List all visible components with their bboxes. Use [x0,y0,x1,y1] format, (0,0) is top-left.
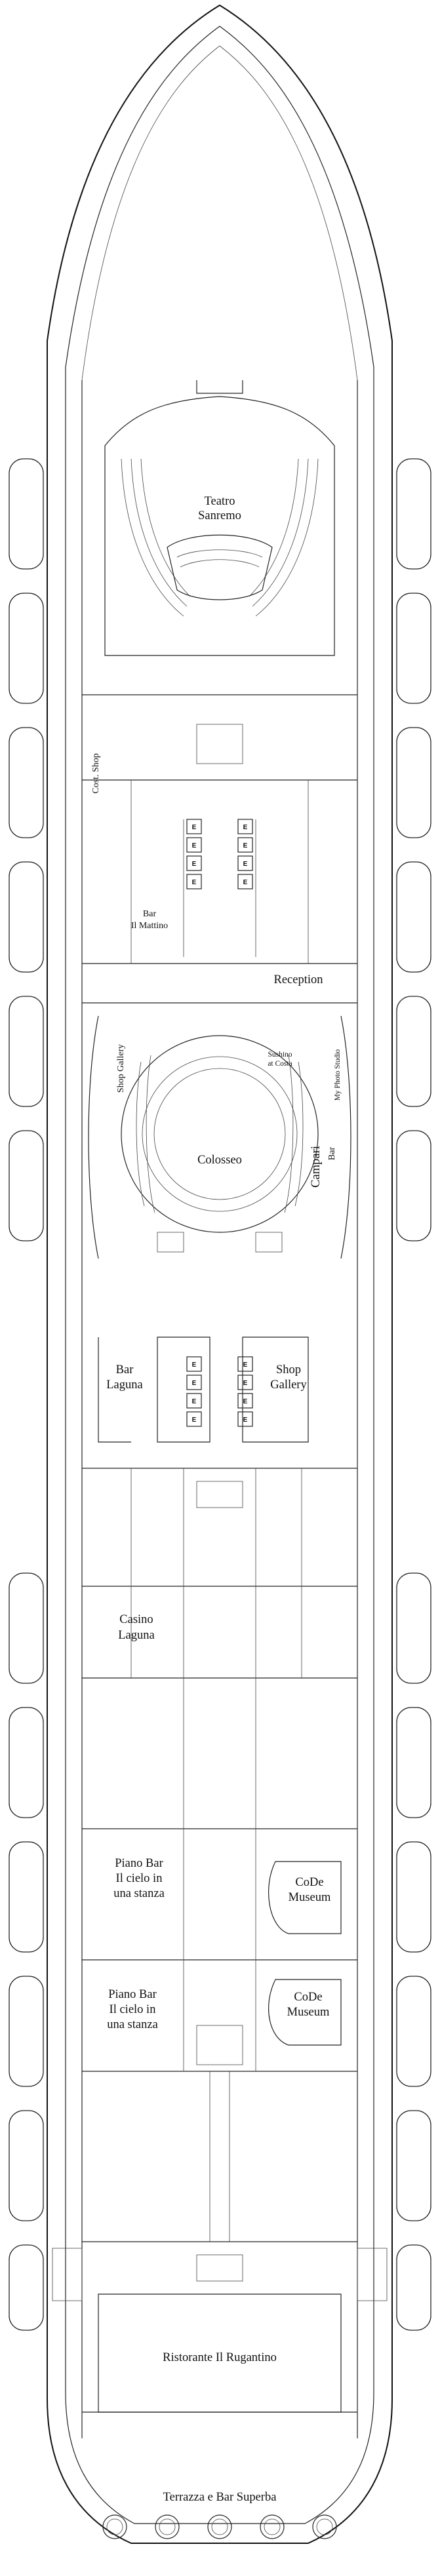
aft-restaurant [52,2248,388,2413]
label-code-museum-1-line1: CoDe [295,1876,323,1889]
label-bar-mattino-line2: Il Mattino [131,921,168,931]
lifeboat [396,1130,431,1241]
elevators-mid: E E E E E E E E [186,1356,253,1427]
lifeboat [396,861,431,973]
lifeboat [396,593,431,704]
deck-walls [81,380,358,2438]
inner-hull [65,26,374,2524]
lifeboat [9,727,44,838]
svg-text:E: E [192,1398,197,1405]
stairs [196,1481,243,1508]
lifeboat [9,1976,44,2087]
label-piano-bar-1-line1: Piano Bar [115,1857,163,1870]
colosseo-atrium [88,1015,351,1259]
lifeboat [396,996,431,1107]
bow-line [81,45,358,381]
lifeboats-left [9,458,44,2331]
label-reception: Reception [273,973,323,986]
label-teatro-line1: Teatro [205,495,235,508]
label-teatro-line2: Sanremo [198,509,241,522]
svg-text:E: E [243,1398,248,1405]
stairs [196,724,243,764]
label-photo-studio: My Photo Studio [334,1049,342,1101]
elevators-fwd: E E E E E E E E [186,819,253,889]
lifeboat [9,593,44,704]
lifeboat [9,458,44,570]
stairs [196,2025,243,2065]
label-terrazza: Terrazza e Bar Superba [163,2491,277,2504]
lifeboat [9,2244,44,2331]
lifeboat [9,1572,44,1684]
lifeboat [396,2244,431,2331]
lifeboat [396,727,431,838]
lifeboat [396,458,431,570]
hull-outline [47,4,393,2544]
lifeboat [396,1707,431,1818]
svg-text:E: E [243,879,248,886]
label-ristorante: Ristorante Il Rugantino [163,2351,277,2364]
svg-text:E: E [192,1361,197,1369]
label-shop-gallery-vert: Shop Gallery [116,1044,126,1093]
lifeboat [9,861,44,973]
lifeboat [9,996,44,1107]
lifeboat [396,1841,431,1953]
svg-text:E: E [243,1416,248,1424]
mid-venue-walls [98,1337,342,2065]
lifeboat [9,1707,44,1818]
label-shop-gallery-line2: Gallery [270,1378,307,1392]
svg-text:E: E [243,842,248,849]
label-shop-gallery-line1: Shop [276,1363,301,1376]
lifeboat [9,2110,44,2221]
label-campari-line2: Bar [327,1147,337,1161]
lifeboat [396,2110,431,2221]
label-campari-line1: Campari [310,1146,323,1188]
label-bar-laguna-line1: Bar [116,1363,134,1376]
label-piano-bar-2-line2: Il cielo in [110,2003,156,2016]
lifeboats-right [396,458,431,2331]
lifeboat [9,1130,44,1241]
label-sushino-line1: Sushino [268,1051,292,1059]
label-cost-shop: Cost. Shop [91,753,101,793]
teatro-sanremo-area [104,380,335,764]
label-piano-bar-1-line3: una stanza [113,1887,165,1900]
svg-text:E: E [192,842,197,849]
lifeboat [396,1572,431,1684]
svg-text:E: E [243,1380,248,1387]
label-piano-bar-2-line1: Piano Bar [108,1988,156,2001]
label-sushino-line2: at Costa [268,1060,292,1068]
svg-text:E: E [243,861,248,868]
label-code-museum-2-line2: Museum [287,2006,330,2019]
svg-text:E: E [192,1380,197,1387]
svg-text:E: E [192,861,197,868]
label-code-museum-2-line1: CoDe [294,1991,322,2004]
label-piano-bar-1-line2: Il cielo in [116,1872,163,1885]
lifeboat [9,1841,44,1953]
svg-text:E: E [192,879,197,886]
svg-text:E: E [243,1361,248,1369]
label-bar-mattino-line1: Bar [143,909,157,919]
svg-text:E: E [243,824,248,831]
svg-text:E: E [192,824,197,831]
terrace-tables [102,2514,337,2539]
label-code-museum-1-line2: Museum [289,1891,331,1904]
label-casino-line2: Laguna [118,1629,154,1642]
svg-text:E: E [192,1416,197,1424]
label-piano-bar-2-line3: una stanza [107,2018,158,2031]
label-bar-laguna-line2: Laguna [106,1378,142,1392]
stairs [196,2254,243,2282]
label-casino-line1: Casino [119,1613,153,1626]
lifeboat [396,1976,431,2087]
label-colosseo: Colosseo [197,1154,242,1167]
